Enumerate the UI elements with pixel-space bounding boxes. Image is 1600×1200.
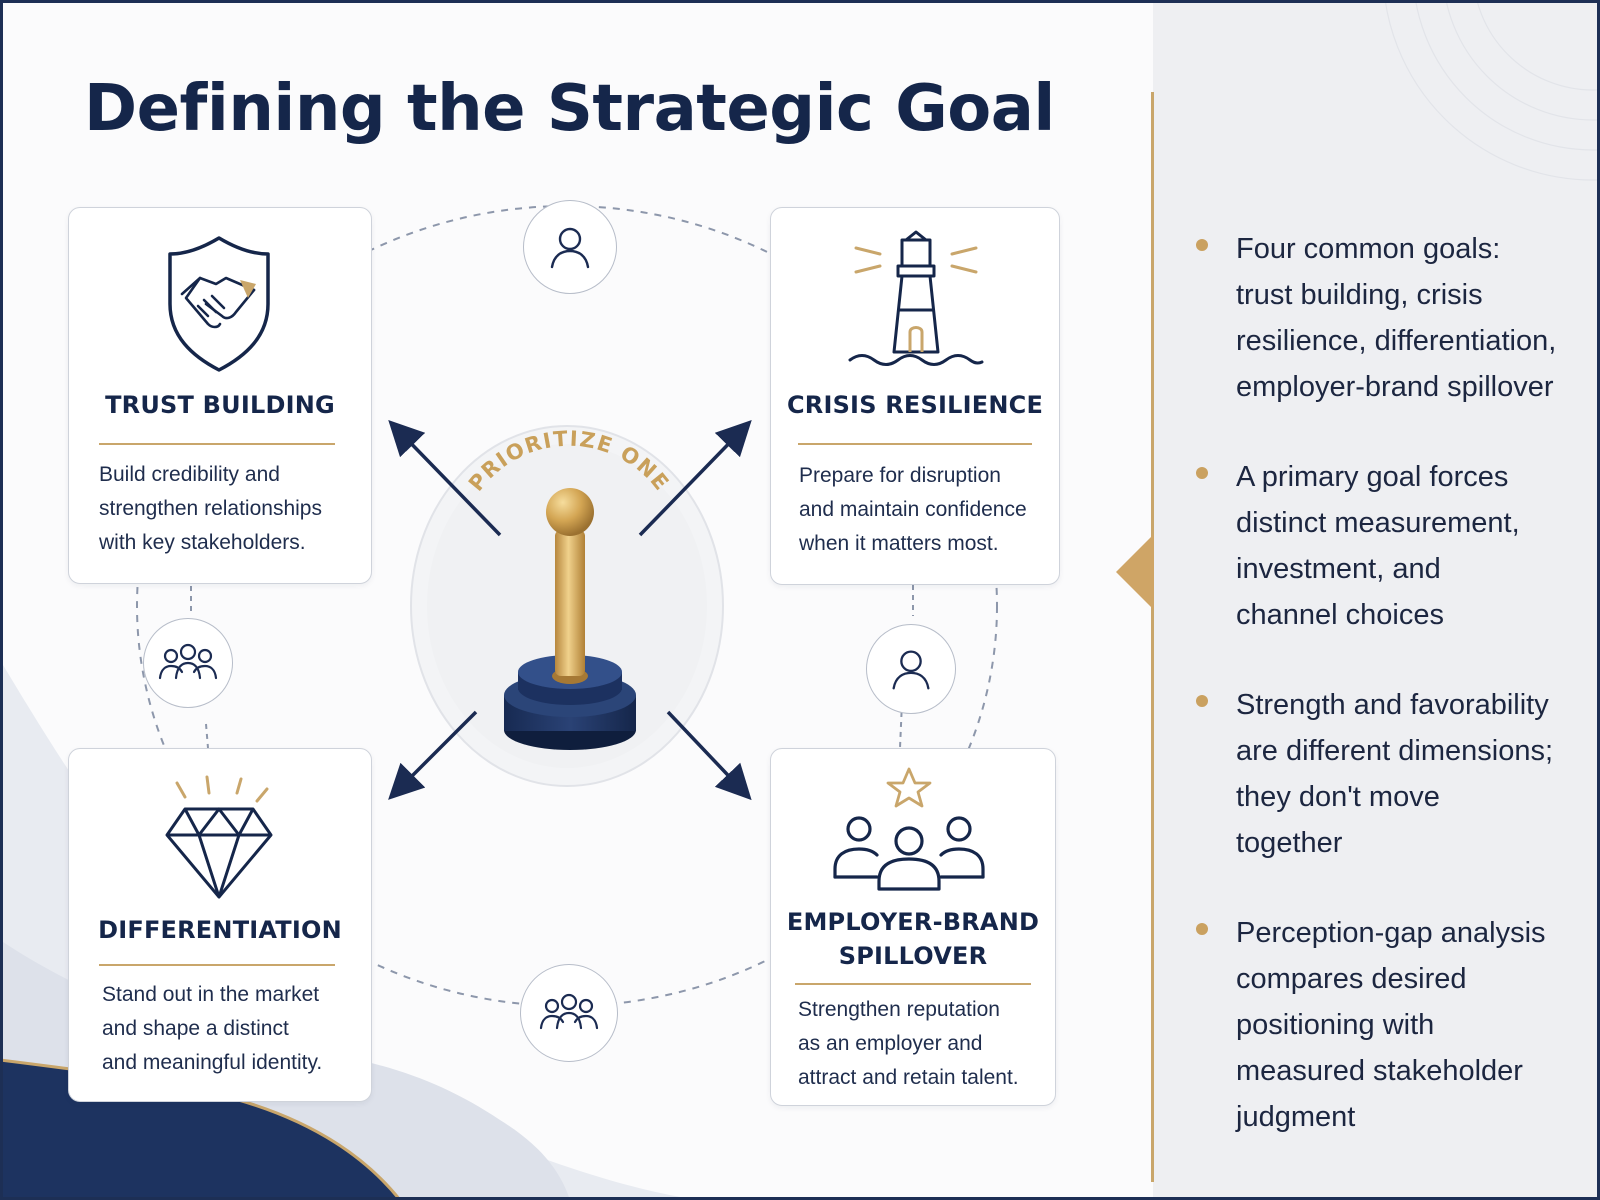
group-icon [539,993,599,1030]
bullet-dot-icon [1196,467,1208,479]
joystick-lever-icon [504,488,636,750]
card-rule [795,983,1031,985]
panel-divider [1151,92,1154,1182]
stakeholder-bubble-top [523,200,617,294]
stakeholder-bubble-left [143,618,233,708]
bullet-text: A primary goal forces distinct measureme… [1236,461,1520,631]
card-rule [798,443,1032,445]
stakeholder-bubble-right [866,624,956,714]
person-icon [892,650,930,690]
group-icon [158,643,218,680]
center-diagram: PRIORITIZE ONE [136,205,998,1007]
list-item: Four common goals: trust building, crisi… [1196,226,1576,410]
card-crisis-resilience: CRISIS RESILIENCE Prepare for disruption… [770,207,1060,585]
list-item: Perception-gap analysis compares desired… [1196,910,1576,1140]
card-differentiation: DIFFERENTIATION Stand out in the market … [68,748,372,1102]
arrow-bottom-left [388,710,478,800]
key-points-list: Four common goals: trust building, crisi… [1196,226,1576,1184]
right-panel [1153,0,1600,1200]
arrow-top-left [388,419,502,537]
bullet-text: Strength and favorability are different … [1236,689,1554,859]
arrow-bottom-right [666,710,752,801]
orbit-ring [136,205,998,1007]
list-item: Strength and favorability are different … [1196,682,1576,866]
bullet-text: Perception-gap analysis compares desired… [1236,917,1546,1133]
person-icon [550,227,590,269]
decorative-rings [1384,0,1600,181]
diamond-icon [165,775,273,899]
card-trust-building: TRUST BUILDING Build credibility and str… [68,207,372,584]
stakeholder-bubble-bottom [520,964,618,1062]
card-employer-brand-spillover: EMPLOYER-BRAND SPILLOVER Strengthen repu… [770,748,1056,1106]
card-rule [99,964,335,966]
arrow-top-right [638,419,752,537]
card-description: Build credibility and strengthen relatio… [99,463,322,554]
bullet-dot-icon [1196,239,1208,251]
card-title: CRISIS RESILIENCE [786,391,1044,419]
bullet-dot-icon [1196,695,1208,707]
list-item: A primary goal forces distinct measureme… [1196,454,1576,638]
card-title: EMPLOYER-BRAND SPILLOVER [786,908,1040,970]
bullet-text: Four common goals: trust building, crisi… [1236,233,1557,403]
panel-pointer [1116,534,1154,610]
card-description: Stand out in the market and shape a dist… [102,983,323,1074]
card-title: TRUST BUILDING [105,391,335,419]
card-description: Strengthen reputation as an employer and… [798,998,1019,1089]
bullet-dot-icon [1196,923,1208,935]
card-description: Prepare for disruption and maintain conf… [799,464,1027,555]
shield-handshake-icon [168,236,270,372]
card-rule [99,443,335,445]
lighthouse-icon [848,230,984,366]
page-title: Defining the Strategic Goal [84,72,1055,146]
people-star-icon [833,767,985,891]
card-title: DIFFERENTIATION [98,916,342,944]
